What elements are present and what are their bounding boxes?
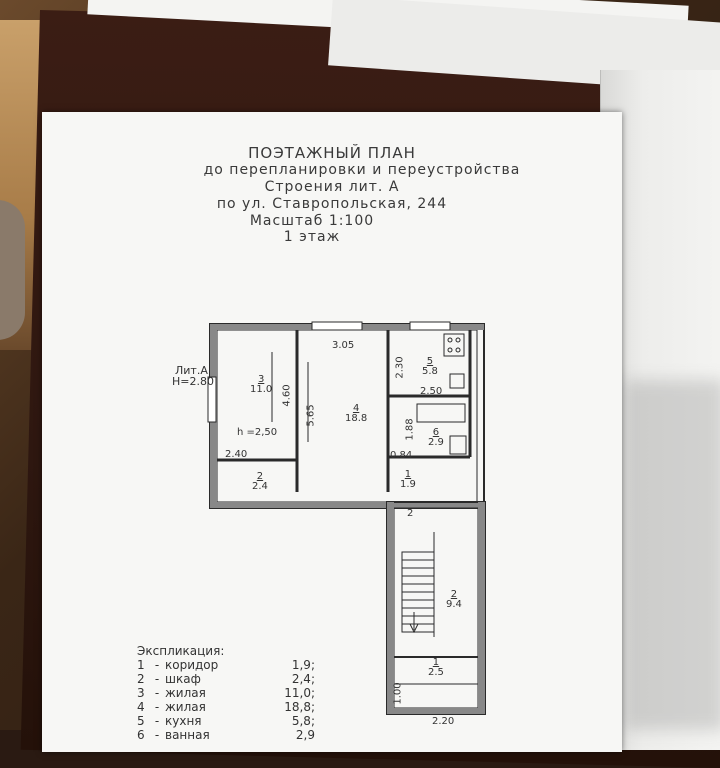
- dimension-240: 2.40: [225, 449, 248, 460]
- document-subtitle: до перепланировки и переустройства: [203, 162, 521, 178]
- legend-heading: Экспликация:: [137, 644, 225, 658]
- lit-label: Лит.А: [175, 364, 208, 377]
- dimension-220: 2.20: [432, 716, 455, 727]
- document-floor: 1 этаж: [283, 229, 341, 245]
- dimension-230: 2.30: [394, 356, 406, 379]
- document-building: Строения лит. А: [264, 179, 400, 195]
- dimension-188: 1.88: [404, 418, 416, 441]
- dimension-305: 3.05: [332, 340, 355, 351]
- paper-shadow: [625, 380, 720, 730]
- cushion: [0, 200, 25, 340]
- document-scale: Масштаб 1:100: [249, 213, 375, 229]
- dimension-084: 0.84: [390, 450, 413, 461]
- dimension-250: 2.50: [420, 386, 443, 397]
- dimension-100: 1.00: [392, 682, 404, 705]
- document-title: ПОЭТАЖНЫЙ ПЛАН: [248, 144, 416, 162]
- floor-plan-document: ПОЭТАЖНЫЙ ПЛАН до перепланировки и переу…: [42, 112, 622, 752]
- floor-plan-drawing: [207, 321, 486, 715]
- stair-landing-label: 2: [407, 508, 414, 519]
- document-address: по ул. Ставропольская, 244: [216, 196, 448, 212]
- height-label: Н=2.80: [172, 375, 214, 388]
- room-height-label: h =2,50: [237, 427, 278, 438]
- dimension-565: 5.65: [305, 404, 317, 427]
- dimension-460: 4.60: [281, 384, 293, 407]
